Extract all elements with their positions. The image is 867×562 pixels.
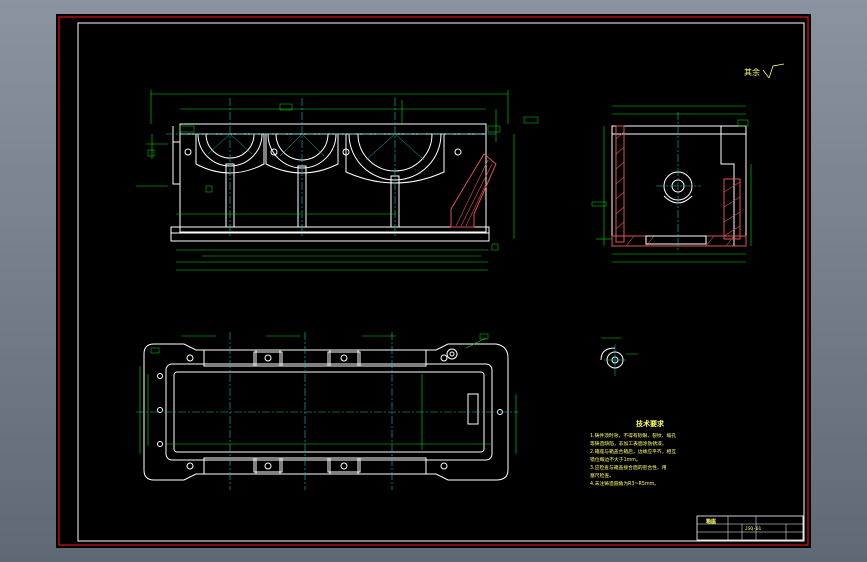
tech-requirement-line: 3.应检查与箱盖接合面的密合性，用 [590, 464, 667, 471]
drawing-number: JSQ-01 [745, 526, 762, 532]
front-view [136, 90, 539, 271]
title-block: 箱座 JSQ-01 [696, 515, 804, 541]
outer-border-frame [58, 16, 809, 546]
technical-requirements: 技术要求 1.铸件须时效，不得有砂眼、裂纹、缩孔 等铸造缺陷，非加工表面涂防锈漆… [590, 419, 676, 487]
inner-border-frame [77, 22, 805, 542]
tech-requirement-line: 1.铸件须时效，不得有砂眼、裂纹、缩孔 [590, 432, 676, 439]
tech-requirement-line: 4.未注铸造圆角为R3~R5mm。 [590, 480, 659, 487]
part-name: 箱座 [705, 518, 716, 525]
tech-requirement-line: 塞尺检查。 [590, 472, 614, 479]
detail-view [600, 337, 638, 376]
tech-requirements-title: 技术要求 [636, 419, 665, 428]
drawing-sheet: 其余 [56, 14, 811, 548]
surface-roughness-symbol [762, 63, 785, 79]
tech-requirement-line: 错位每边不大于1mm。 [590, 456, 641, 463]
tech-requirement-line: 等铸造缺陷，非加工表面涂防锈漆。 [590, 440, 667, 447]
roughness-note: 其余 [744, 67, 760, 77]
cad-drawing-canvas: 其余 [58, 16, 809, 546]
top-view [136, 332, 518, 490]
side-view [591, 105, 752, 263]
tech-requirement-line: 2.箱座与箱盖合箱后，边缘应平齐，相互 [590, 448, 676, 455]
